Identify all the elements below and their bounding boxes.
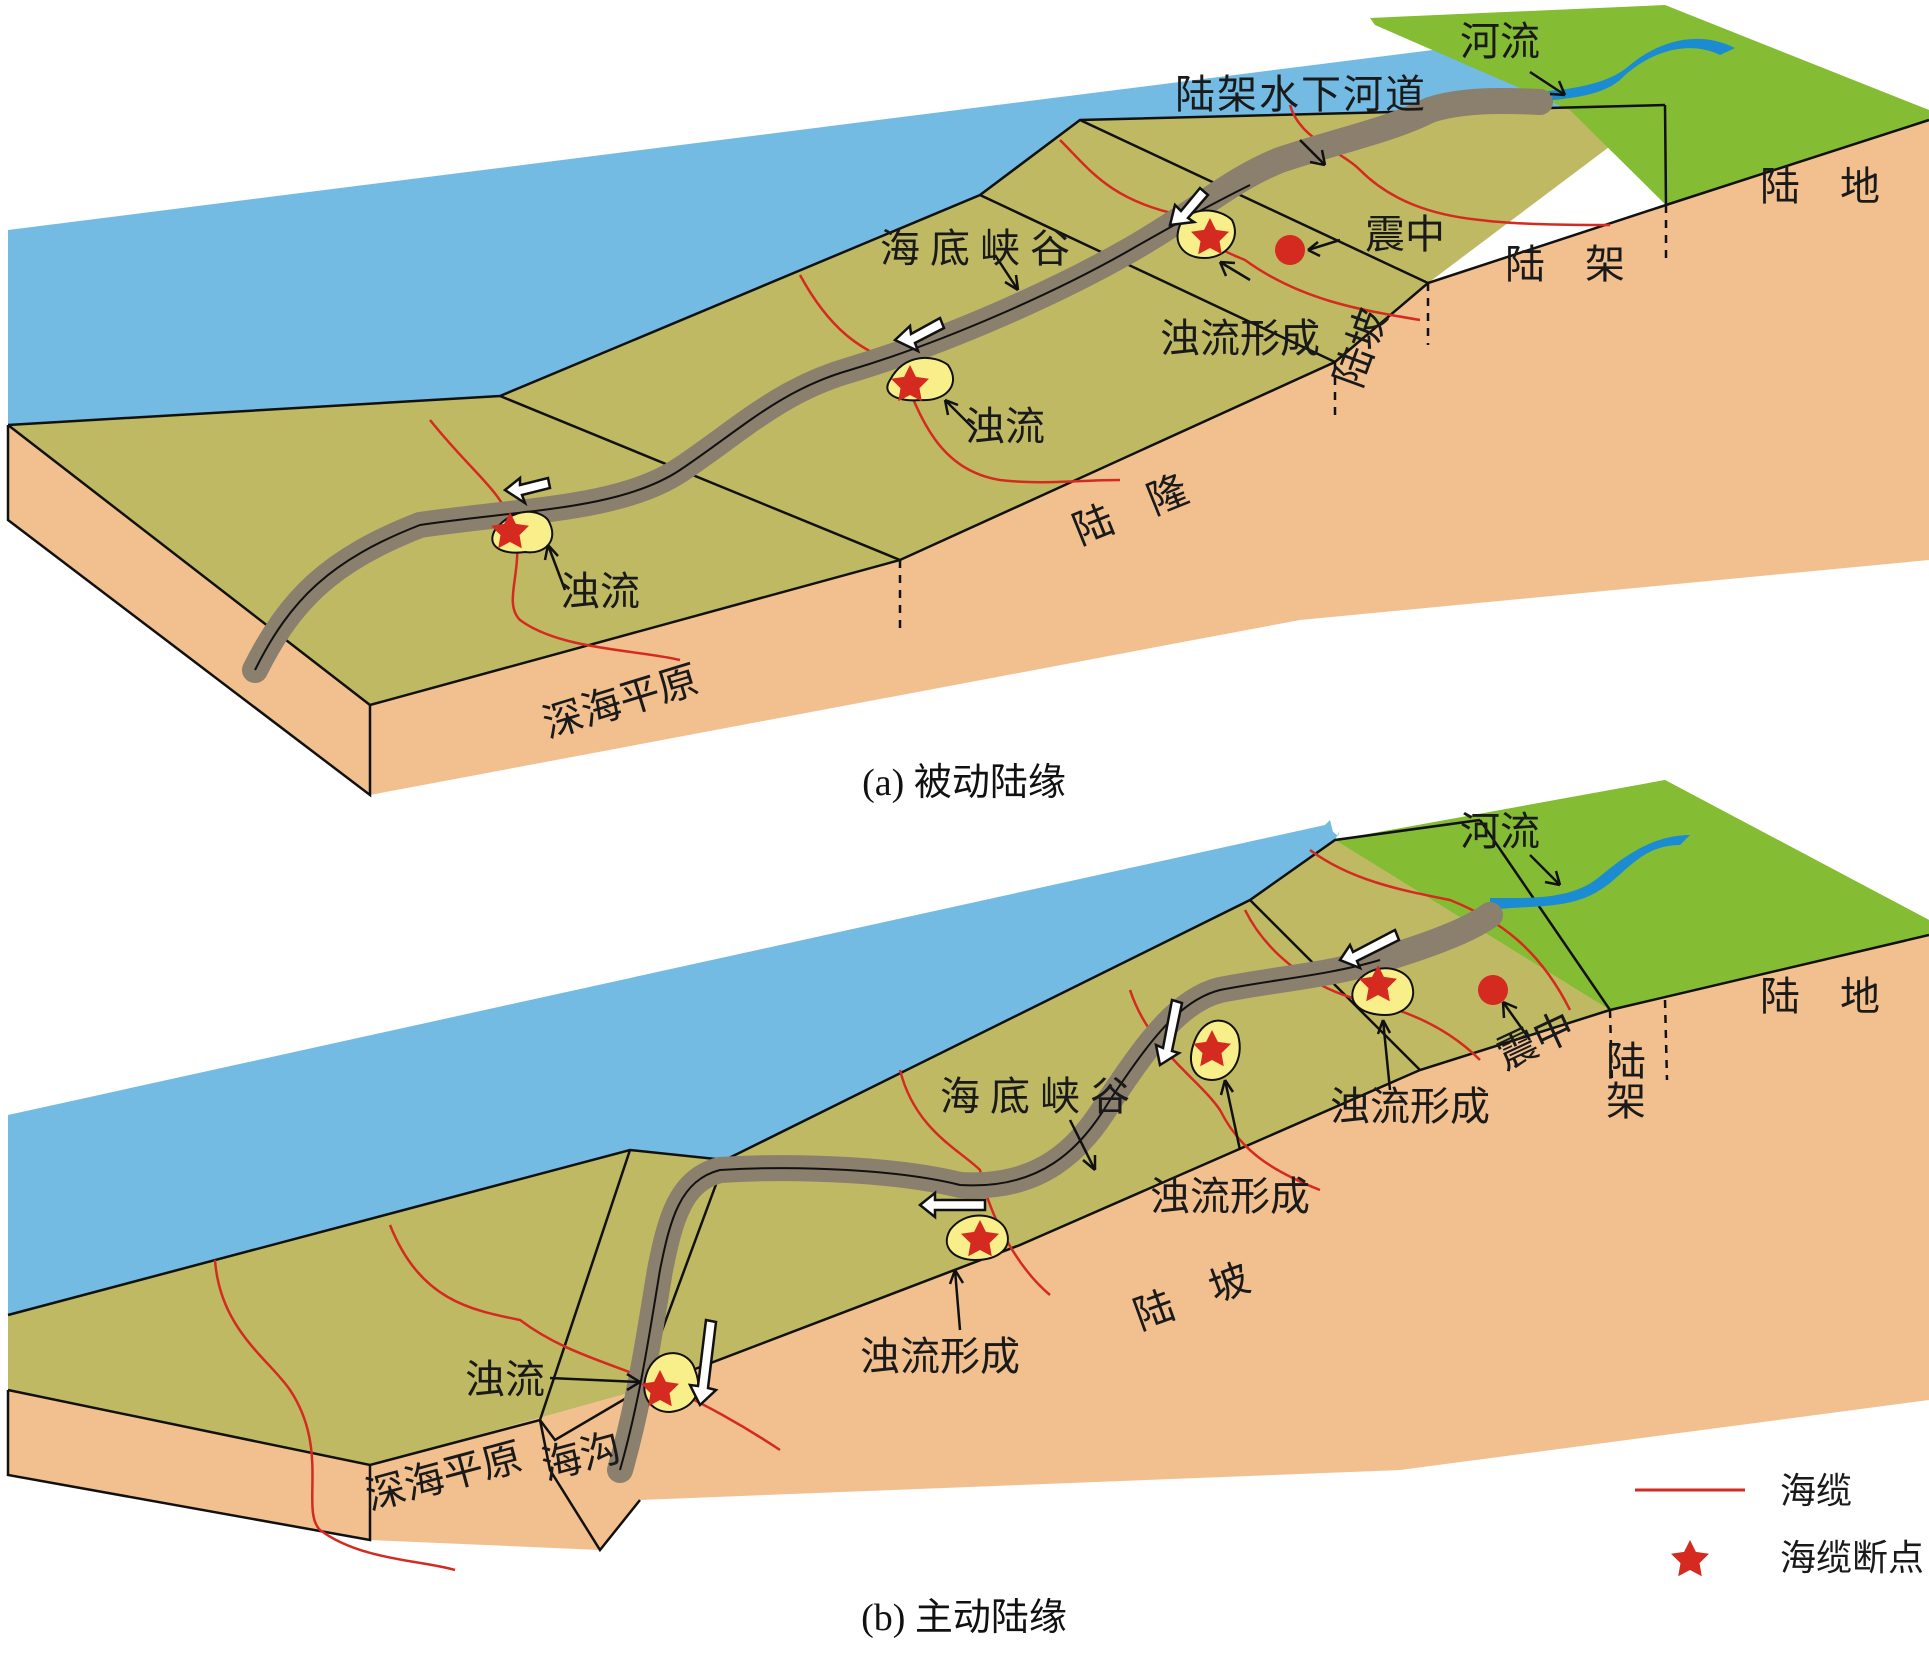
crust-front	[370, 120, 1929, 795]
hollow-arrow-icon	[1338, 928, 1401, 971]
label-epicenter: 震中	[1365, 212, 1445, 258]
flow-arrows	[502, 186, 1210, 507]
flow-arrows	[687, 928, 1401, 1408]
zone-dividers	[898, 205, 1668, 630]
label-submarine-canyon: 海底峡谷	[880, 226, 1080, 272]
caption-active-margin: (b) 主动陆缘	[861, 1597, 1067, 1639]
label-turbidity-current: 浊流	[560, 569, 640, 615]
label-shelf-1: 陆架	[1599, 1040, 1645, 1120]
turbidite-deposits	[643, 967, 1415, 1414]
panel-active-margin: 河流 海底峡谷 震中 浊流形成 浊流形成 浊流形成 浊流 陆 地 陆架 陆 坡 …	[6, 780, 1929, 1639]
label-shelf-channel: 陆架水下河道	[1175, 72, 1427, 118]
label-turbidity-current: 浊流	[965, 404, 1045, 450]
seafloor-surface	[8, 105, 1665, 705]
label-shelf: 陆 架	[1505, 242, 1625, 288]
label-river: 河流	[1460, 809, 1540, 855]
label-land: 陆 地	[1760, 974, 1880, 1020]
river	[1490, 835, 1690, 910]
hollow-arrow-icon	[892, 316, 946, 354]
canyon-thalweg	[619, 959, 1381, 1471]
hollow-arrow-icon	[1168, 186, 1210, 227]
label-turbidity-current: 浊流	[465, 1357, 545, 1403]
panel-passive-margin: 河流 陆架水下河道 海底峡谷 震中 浊流形成 浊流 浊流 陆 地 陆 架 陆坡 …	[6, 5, 1929, 804]
legend-break-point-label: 海缆断点	[1780, 1538, 1924, 1579]
label-land: 陆 地	[1760, 164, 1880, 210]
hollow-arrow-icon	[917, 1190, 987, 1220]
legend: 海缆 海缆断点	[1635, 1471, 1924, 1579]
zone-dividers	[1608, 999, 1669, 1086]
legend-cable-label: 海缆	[1780, 1471, 1852, 1512]
caption-passive-margin: (a) 被动陆缘	[862, 762, 1066, 804]
sea-surface	[8, 20, 1670, 425]
pointer-arrows	[549, 854, 1562, 1392]
land-surface-top	[1470, 780, 1929, 1010]
hollow-arrow-icon	[1154, 998, 1184, 1068]
red-dot-icon	[1478, 975, 1508, 1005]
crust-side	[8, 425, 370, 795]
crust-front	[370, 935, 1929, 1550]
canyon-thalweg	[254, 184, 1251, 671]
hollow-arrow-icon	[687, 1318, 719, 1408]
pointer-arrows	[543, 70, 1567, 591]
label-turbidity-formation: 浊流形成	[1150, 1174, 1310, 1220]
red-dot-icon	[1275, 235, 1305, 265]
hollow-arrow-icon	[502, 475, 552, 507]
sea-surface-top	[8, 825, 1340, 1315]
label-river: 河流	[1460, 19, 1540, 65]
label-turbidity-formation: 浊流形成	[860, 1334, 1020, 1380]
label-submarine-canyon: 海底峡谷	[940, 1074, 1140, 1120]
label-turbidity-formation: 浊流形成	[1330, 1084, 1490, 1130]
crust-side	[8, 1390, 370, 1540]
red-star-icon	[1671, 1540, 1709, 1577]
label-turbidity-formation: 浊流形成	[1160, 316, 1320, 362]
